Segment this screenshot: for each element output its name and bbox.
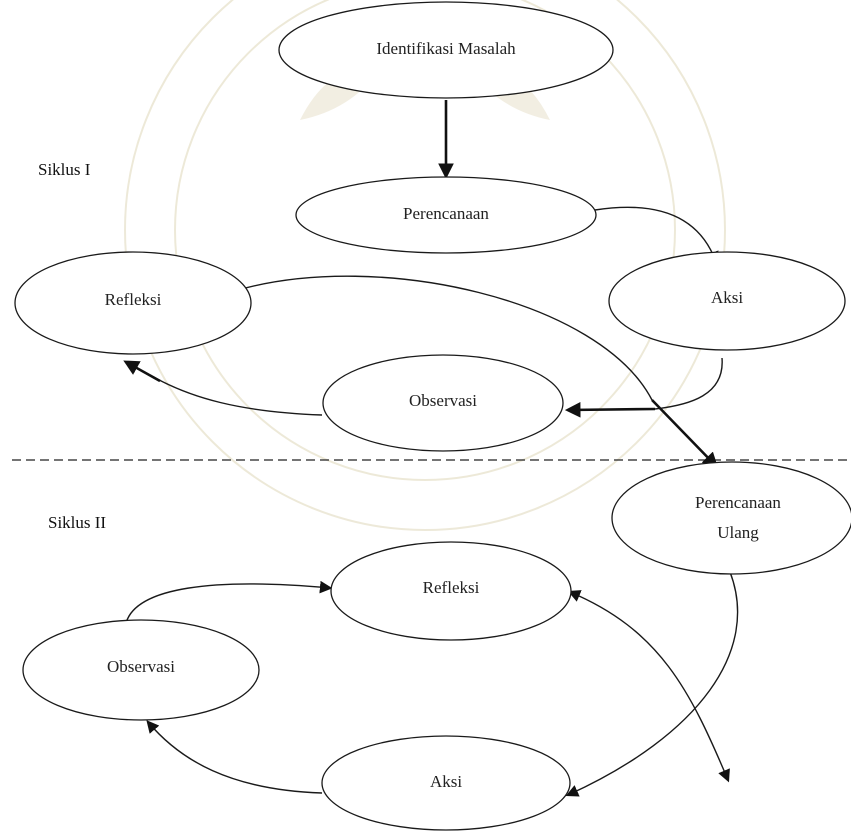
node-label-refleksi-2: Refleksi: [423, 578, 480, 597]
arrow-perencanaan-ulang-to-aksi: [565, 571, 739, 797]
node-label-perencanaan-ulang-line1: Perencanaan: [695, 493, 781, 512]
node-perencanaan-ulang: Perencanaan Ulang: [611, 461, 851, 575]
node-aksi-1: Aksi: [608, 251, 846, 351]
arrow-perencanaan-to-aksi: [594, 206, 719, 265]
node-label-observasi-1: Observasi: [409, 391, 477, 410]
connectors: [123, 100, 739, 797]
arrow-aksi-to-observasi: [564, 402, 656, 418]
node-label-identifikasi-masalah: Identifikasi Masalah: [376, 39, 516, 58]
arrow-refleksi-2-continuation: [567, 590, 730, 783]
arrow-aksi-to-observasi-curve: [654, 357, 723, 410]
node-label-aksi-2: Aksi: [430, 772, 462, 791]
arrow-refleksi-to-perencanaan-ulang: [651, 399, 719, 469]
node-label-observasi-2: Observasi: [107, 657, 175, 676]
arrow-aksi-to-observasi-2: [146, 720, 323, 794]
node-label-perencanaan-ulang-line2: Ulang: [717, 523, 759, 542]
node-refleksi-1: Refleksi: [14, 251, 252, 355]
cycle-label-1: Siklus I: [38, 160, 91, 179]
node-aksi-2: Aksi: [321, 735, 571, 831]
node-identifikasi-masalah: Identifikasi Masalah: [278, 1, 614, 99]
node-label-aksi-1: Aksi: [711, 288, 743, 307]
arrow-observasi-to-refleksi-2: [124, 580, 333, 629]
node-perencanaan: Perencanaan: [295, 176, 597, 254]
node-refleksi-2: Refleksi: [330, 541, 572, 641]
node-observasi-2: Observasi: [22, 619, 260, 721]
node-observasi-1: Observasi: [322, 354, 564, 452]
node-label-perencanaan: Perencanaan: [403, 204, 489, 223]
arrow-observasi-to-refleksi: [123, 360, 161, 383]
arrow-observasi-to-refleksi-curve: [149, 374, 323, 416]
cycle-label-2: Siklus II: [48, 513, 106, 532]
arrow-refleksi-to-perencanaan-ulang-curve: [237, 275, 653, 401]
node-label-refleksi-1: Refleksi: [105, 290, 162, 309]
